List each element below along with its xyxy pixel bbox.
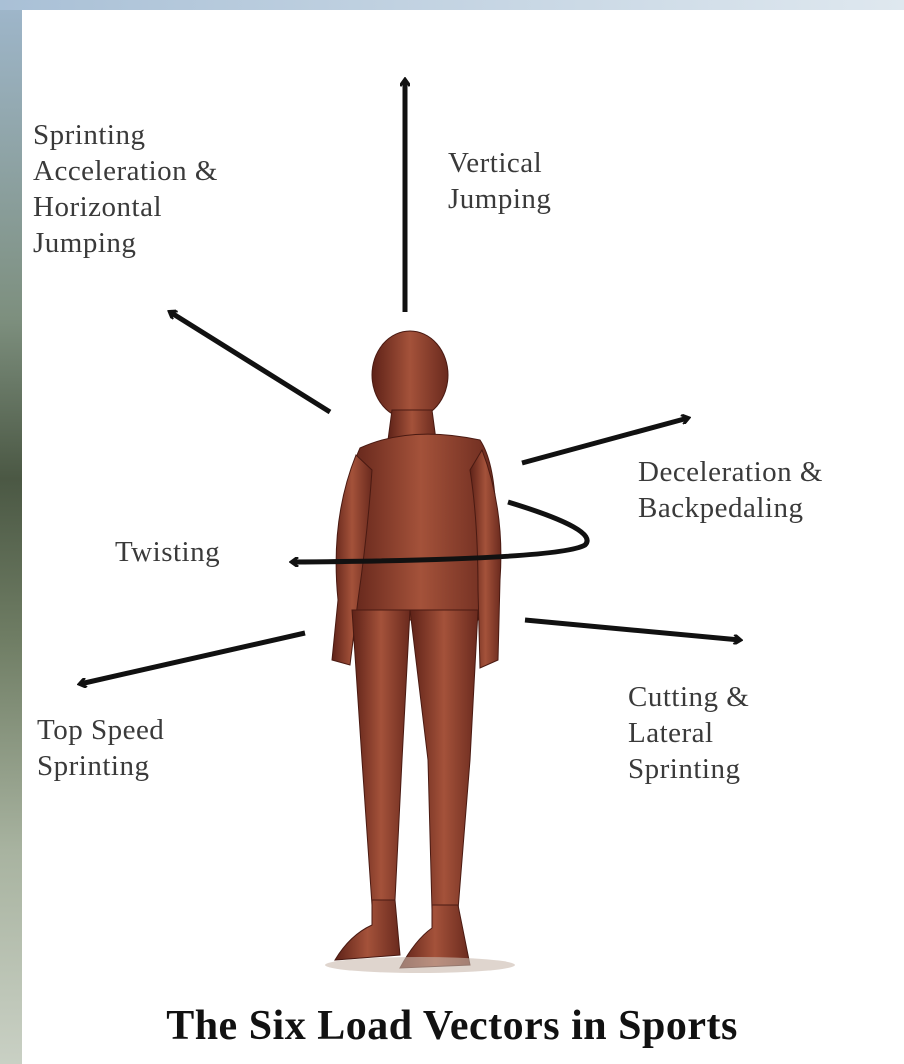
muscle-figure	[332, 331, 501, 968]
figure-shadow	[325, 957, 515, 973]
label-deceleration: Deceleration & Backpedaling	[638, 455, 823, 527]
arrow-cutting	[525, 620, 740, 640]
arrow-top-speed	[80, 633, 305, 684]
label-top-speed: Top Speed Sprinting	[37, 713, 164, 785]
label-twisting: Twisting	[115, 535, 220, 571]
diagram-caption: The Six Load Vectors in Sports	[40, 1002, 864, 1050]
label-cutting: Cutting & Lateral Sprinting	[628, 680, 749, 788]
label-vertical-jumping: Vertical Jumping	[448, 146, 551, 218]
label-sprinting-acceleration: Sprinting Acceleration & Horizontal Jump…	[33, 118, 218, 262]
arrow-acceleration	[170, 312, 330, 412]
